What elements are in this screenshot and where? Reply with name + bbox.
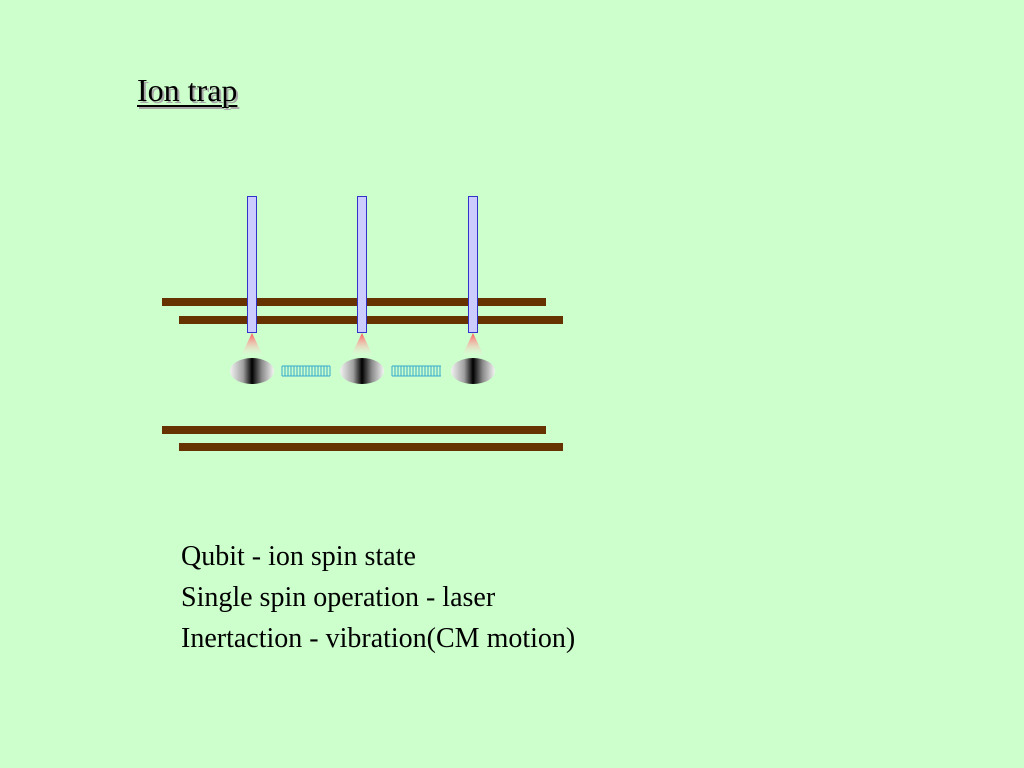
laser-glow <box>461 333 485 358</box>
ion-icon <box>230 358 274 384</box>
upper-electrode-rear <box>162 298 546 306</box>
lower-electrode-rear <box>162 426 546 434</box>
laser-glow <box>240 333 264 358</box>
caption-line-qubit: Qubit - ion spin state <box>181 541 416 572</box>
caption-line-single-spin: Single spin operation - laser <box>181 582 496 613</box>
upper-electrode-front <box>179 316 563 324</box>
laser-beam-icon <box>247 196 257 333</box>
caption-list: Qubit - ion spin state Single spin opera… <box>181 536 575 659</box>
lower-electrode-front <box>179 443 563 451</box>
spring-coupling-icon <box>281 365 331 377</box>
ion-icon <box>340 358 384 384</box>
slide-title: Ion trap <box>137 72 238 108</box>
caption-line-interaction: Inertaction - vibration(CM motion) <box>181 623 576 654</box>
ion-icon <box>451 358 495 384</box>
spring-coupling-icon <box>391 365 441 377</box>
laser-glow <box>350 333 374 358</box>
laser-beam-icon <box>468 196 478 333</box>
laser-beam-icon <box>357 196 367 333</box>
